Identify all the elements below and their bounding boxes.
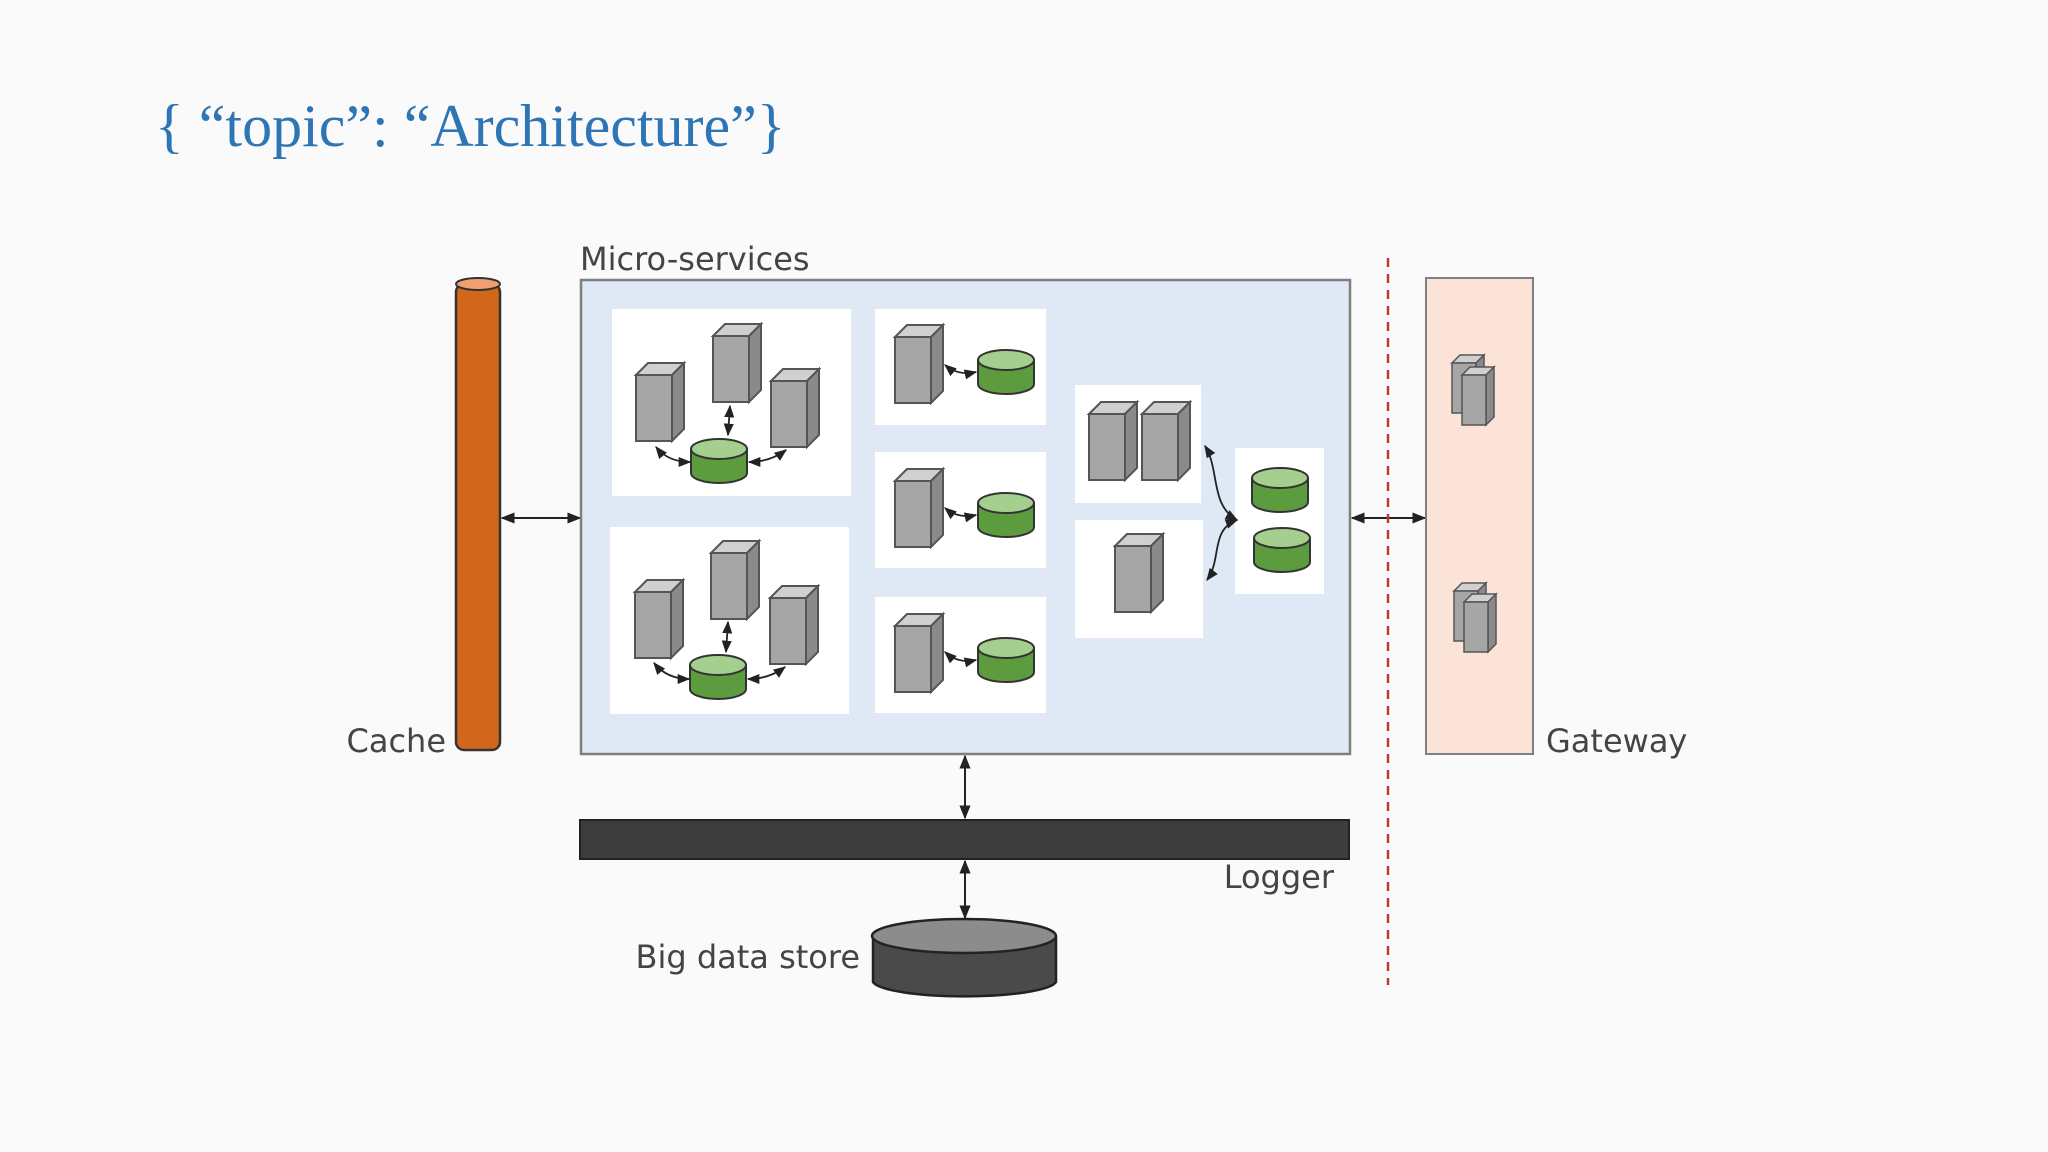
microservices-label: Micro-services: [580, 240, 810, 278]
server-stack-icon: [1453, 582, 1497, 653]
database-icon: [1251, 467, 1309, 513]
server-icon: [635, 362, 685, 442]
server-icon: [1088, 401, 1138, 481]
server-icon: [894, 324, 944, 404]
cache-label: Cache: [346, 722, 446, 760]
server-icon: [634, 579, 684, 659]
bidirectional-arrow-icon: [721, 620, 733, 654]
server-icon: [894, 468, 944, 548]
server-icon: [770, 368, 820, 448]
gateway-label: Gateway: [1546, 722, 1687, 760]
bidirectional-arrow-icon: [1204, 444, 1239, 521]
logger-bar: [579, 819, 1350, 860]
bidirectional-arrow-icon: [944, 651, 978, 668]
gateway-box: [1425, 277, 1534, 755]
bigdata-label: Big data store: [635, 938, 860, 976]
big-data-store-database: [870, 917, 1058, 998]
database-icon: [977, 637, 1035, 683]
cache-cylinder: [454, 277, 502, 752]
server-icon: [712, 323, 762, 403]
database-icon: [1253, 527, 1311, 573]
server-icon: [1141, 401, 1191, 481]
server-icon: [894, 613, 944, 693]
bidirectional-arrow-icon: [723, 404, 735, 437]
database-icon: [690, 438, 748, 484]
server-icon: [1114, 533, 1164, 613]
shared-db-group: [1075, 385, 1324, 638]
server-icon: [710, 540, 760, 620]
logger-label: Logger: [1224, 858, 1335, 896]
server-icon: [769, 585, 819, 665]
service-cluster: [612, 309, 851, 496]
service-box: [875, 452, 1046, 568]
service-box: [875, 597, 1046, 713]
database-icon: [977, 349, 1035, 395]
slide-title: { “topic”: “Architecture”}: [155, 93, 786, 159]
service-cluster: [610, 527, 849, 714]
bidirectional-arrow-icon: [944, 364, 978, 380]
bidirectional-arrow-icon: [944, 507, 978, 523]
database-icon: [977, 492, 1035, 538]
database-icon: [689, 654, 747, 700]
service-box: [875, 309, 1046, 425]
